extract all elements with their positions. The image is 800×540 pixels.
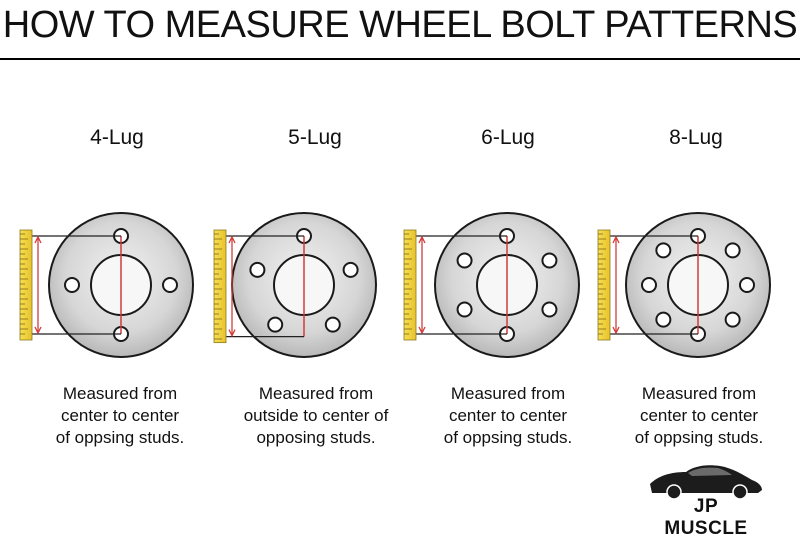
label-6-lug: 6-Lug <box>481 126 535 149</box>
caption-8-lug: Measured from center to center of oppsin… <box>604 383 794 449</box>
stud-8-lug <box>655 242 672 259</box>
label-4-lug: 4-Lug <box>90 126 144 149</box>
caption-line: of oppsing studs. <box>443 428 573 447</box>
page-title: HOW TO MEASURE WHEEL BOLT PATTERNS <box>2 4 798 46</box>
caption-line: center to center <box>448 406 568 425</box>
stud-4-lug <box>64 277 80 293</box>
ruler-8-lug <box>597 229 611 341</box>
title-divider <box>0 58 800 60</box>
logo-wordmark: JP MUSCLE <box>664 496 748 539</box>
arrowhead-bottom <box>228 329 236 338</box>
caption-line: of oppsing studs. <box>634 428 764 447</box>
ruler-5-lug <box>213 229 227 344</box>
arrowhead-top <box>612 235 620 244</box>
stud-8-lug <box>655 311 672 328</box>
caption-line: Measured from <box>450 384 566 403</box>
arrowhead-bottom <box>418 326 426 335</box>
stud-6-lug <box>541 301 558 318</box>
stud-6-lug <box>456 301 473 318</box>
ruler-6-lug <box>403 229 417 341</box>
label-8-lug: 8-Lug <box>669 126 723 149</box>
stud-8-lug <box>641 277 657 293</box>
stud-5-lug <box>342 261 359 278</box>
caption-line: opposing studs. <box>256 428 376 447</box>
stud-8-lug <box>724 311 741 328</box>
arrowhead-bottom <box>612 326 620 335</box>
stud-6-lug <box>541 252 558 269</box>
caption-line: center to center <box>639 406 759 425</box>
caption-line: outside to center of <box>243 406 389 425</box>
car-logo-icon <box>650 465 762 500</box>
caption-5-lug: Measured from outside to center of oppos… <box>221 383 411 449</box>
stud-5-lug <box>324 316 341 333</box>
stud-5-lug <box>267 316 284 333</box>
caption-line: Measured from <box>62 384 178 403</box>
label-5-lug: 5-Lug <box>288 126 342 149</box>
arrowhead-top <box>418 235 426 244</box>
caption-line: Measured from <box>258 384 374 403</box>
caption-line: Measured from <box>641 384 757 403</box>
caption-line: center to center <box>60 406 180 425</box>
caption-line: of oppsing studs. <box>55 428 185 447</box>
stud-5-lug <box>249 261 266 278</box>
arrowhead-top <box>34 235 42 244</box>
stud-6-lug <box>456 252 473 269</box>
stud-4-lug <box>162 277 178 293</box>
arrowhead-top <box>228 235 236 244</box>
caption-6-lug: Measured from center to center of oppsin… <box>413 383 603 449</box>
caption-4-lug: Measured from center to center of oppsin… <box>25 383 215 449</box>
arrowhead-bottom <box>34 326 42 335</box>
stud-8-lug <box>739 277 755 293</box>
stud-8-lug <box>724 242 741 259</box>
bolt-pattern-diagrams <box>19 212 771 500</box>
ruler-4-lug <box>19 229 33 341</box>
